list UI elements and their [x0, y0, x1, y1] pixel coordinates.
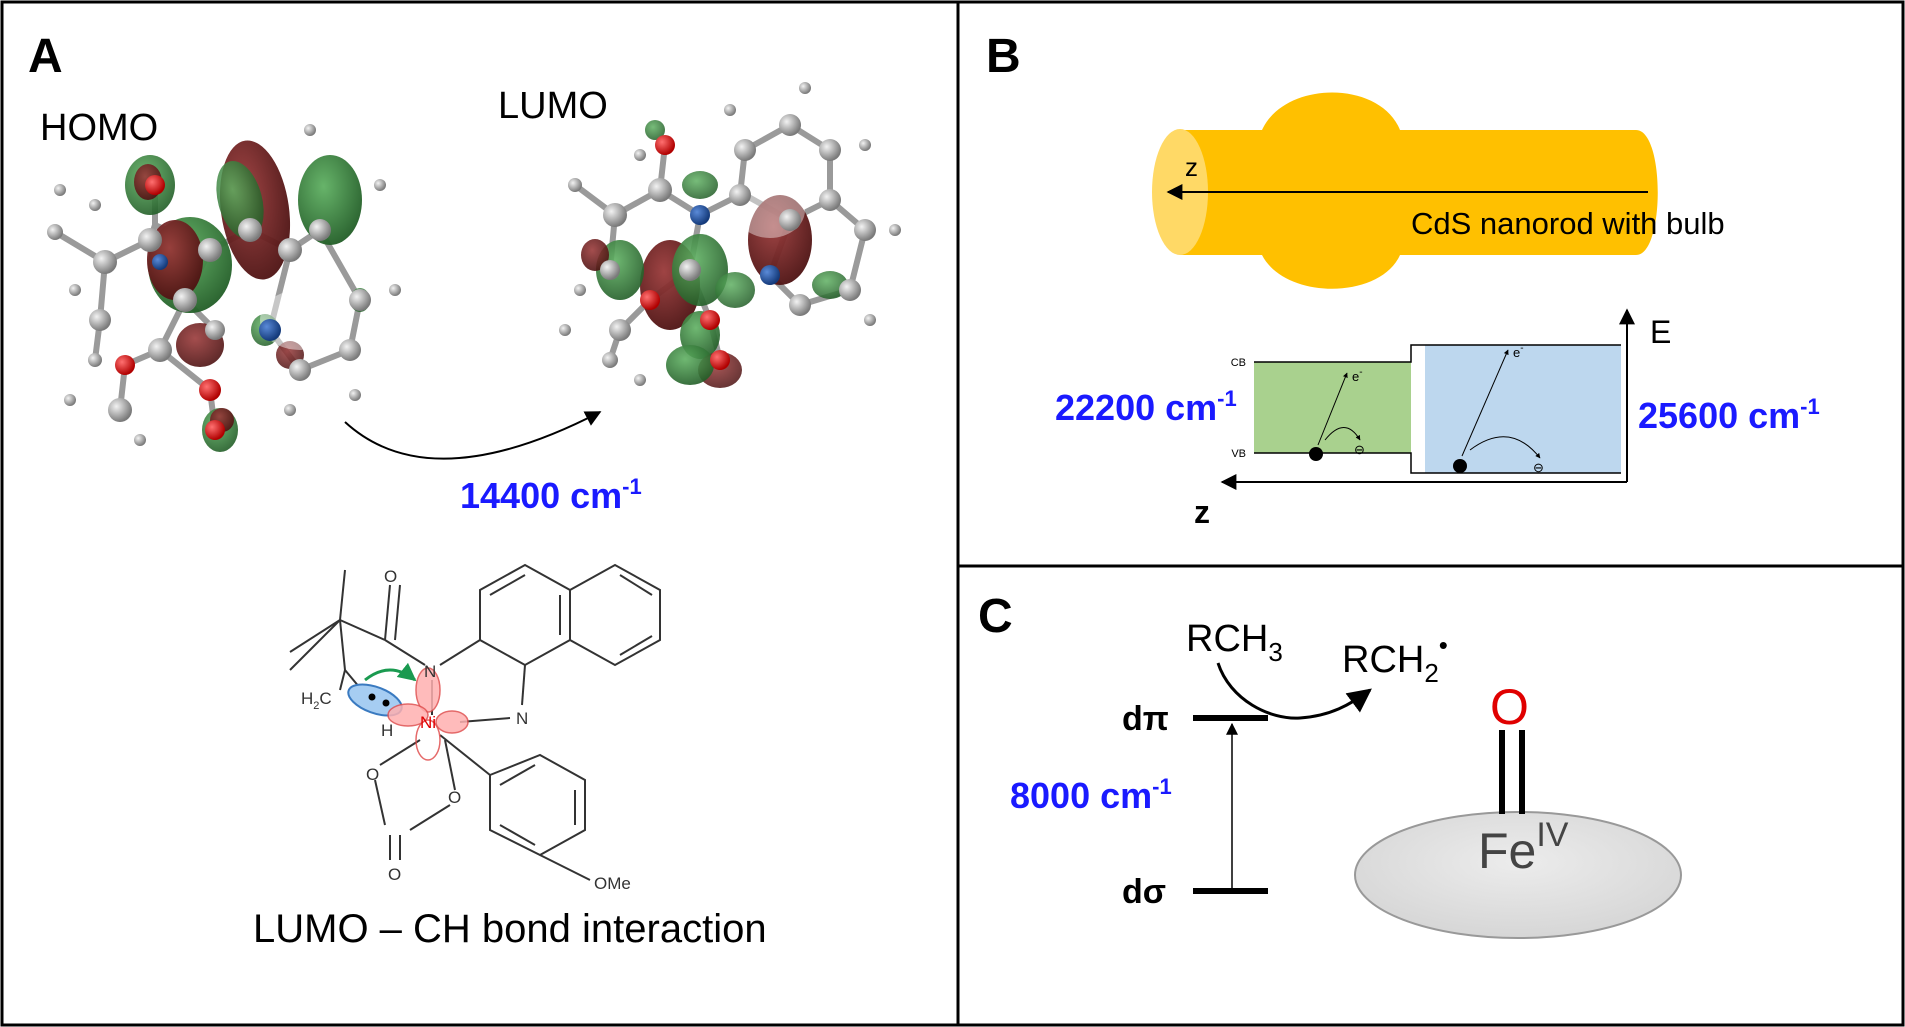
ni-d-orbital: [387, 667, 469, 761]
carbonate-o2-label: O: [448, 788, 461, 807]
hole-symbol-left: ⊖: [1354, 442, 1365, 457]
conduction-band-edge: [1254, 344, 1621, 363]
rod-axis-label: z: [1185, 152, 1198, 182]
homo-orbital-render: [47, 124, 401, 452]
h-label: H: [381, 721, 393, 740]
hole-symbol-right: ⊖: [1533, 460, 1544, 475]
panel-a: A HOMO LUMO: [28, 30, 901, 951]
carbonyl-o-label: O: [384, 567, 397, 586]
panel-b-letter: B: [986, 30, 1021, 83]
narrow-band-region: [1254, 362, 1411, 453]
panel-c-letter: C: [978, 590, 1013, 643]
nickel-complex-structure: [289, 563, 661, 881]
electron-right: e-: [1513, 343, 1524, 360]
hole-left: [1309, 447, 1323, 461]
transition-energy: 14400 cm-1: [460, 474, 642, 516]
d-sigma-label: dσ: [1122, 873, 1166, 911]
panel-a-caption: LUMO – CH bond interaction: [253, 907, 767, 951]
lumo-label: LUMO: [498, 85, 608, 127]
vb-label: VB: [1231, 448, 1246, 460]
electron-dot-1: [368, 693, 376, 701]
valence-band-edge: [1254, 452, 1621, 474]
iron-center-ellipse: [1354, 811, 1682, 939]
excitation-arrow-left: [1317, 372, 1348, 446]
right-band-gap: 25600 cm-1: [1638, 394, 1820, 436]
excitation-arrow-right: [1461, 349, 1509, 457]
carbonate-o3-label: O: [388, 865, 401, 884]
transition-arrow: [344, 411, 602, 460]
ch2-h-label: H2C: [301, 689, 332, 712]
ni-label: Ni: [420, 713, 436, 732]
iron-label: FeIV: [1478, 816, 1569, 879]
panel-b: B z CdS nanorod with bulb E z CB VB e-: [986, 30, 1820, 530]
amide-n-label: N: [424, 662, 436, 681]
abstraction-arrow: [1216, 662, 1372, 720]
quinoline-n-label: N: [516, 709, 528, 728]
rod-label: CdS nanorod with bulb: [1411, 206, 1725, 241]
z-axis-label: z: [1194, 494, 1210, 530]
left-band-gap: 22200 cm-1: [1055, 386, 1237, 428]
band-diagram: E z CB VB e- ⊖ e- ⊖ 22200 cm-1 25600 cm-…: [1055, 308, 1820, 530]
electron-left: e-: [1352, 367, 1363, 384]
electron-dot-2: [382, 699, 390, 707]
relaxation-arrow-right: [1469, 436, 1541, 459]
wide-band-region: [1425, 345, 1621, 473]
donation-arrow: [364, 662, 417, 682]
d-gap-energy: 8000 cm-1: [1010, 774, 1172, 816]
carbonate-o1-label: O: [366, 765, 379, 784]
relaxation-arrow-left: [1324, 427, 1361, 441]
lumo-orbital-render: [559, 82, 901, 388]
d-pi-label: dπ: [1122, 700, 1169, 738]
oxo-label: O: [1490, 679, 1529, 735]
ome-label: OMe: [594, 874, 631, 893]
energy-axis-label: E: [1650, 314, 1671, 350]
product-label: RCH2•: [1342, 630, 1448, 688]
panel-c: C RCH3 RCH2• dπ dσ 8000 cm-1 O FeIV: [978, 590, 1682, 939]
panel-a-letter: A: [28, 30, 63, 83]
hole-right: [1453, 459, 1467, 473]
homo-label: HOMO: [40, 107, 158, 149]
cb-label: CB: [1231, 357, 1246, 369]
reactant-label: RCH3: [1186, 618, 1283, 667]
cds-nanorod: z CdS nanorod with bulb: [1152, 92, 1725, 289]
